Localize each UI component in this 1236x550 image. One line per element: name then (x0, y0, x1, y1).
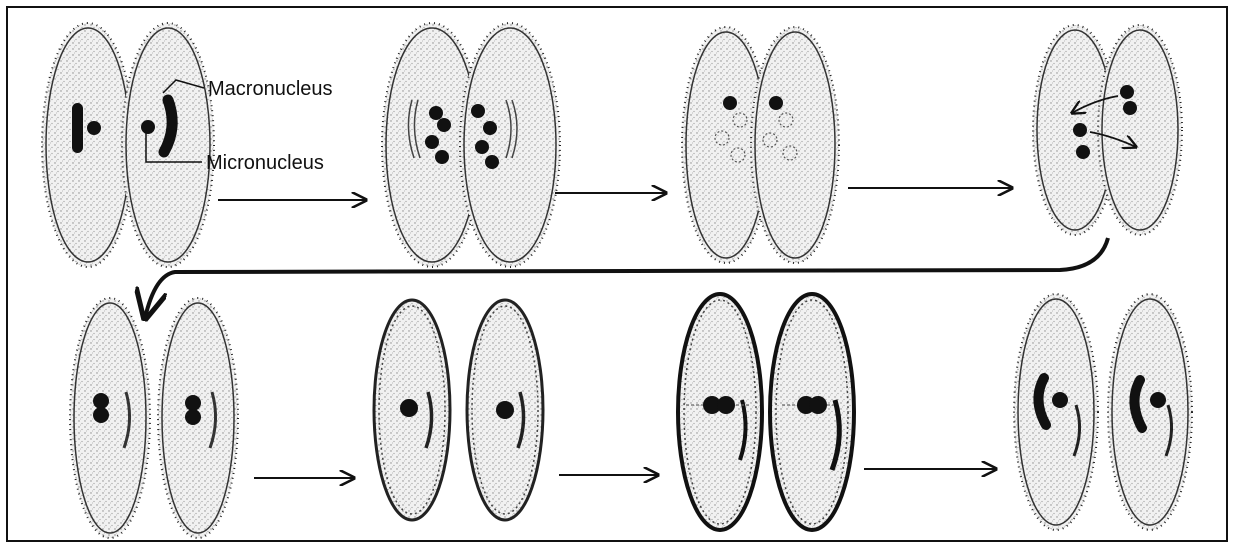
micronucleus (475, 140, 489, 154)
row-connector-arrow (145, 238, 1108, 318)
stage-4-exchange (1033, 25, 1182, 235)
stage-8-exconjugants (1014, 294, 1192, 530)
cell-right (751, 27, 839, 263)
micronucleus (1123, 101, 1137, 115)
micronucleus-right (141, 120, 155, 134)
stage-3-disintegration (682, 27, 839, 263)
micronucleus (471, 104, 485, 118)
micronucleus (1076, 145, 1090, 159)
micronucleus-left (1052, 392, 1068, 408)
micronucleus (435, 150, 449, 164)
micronucleus (483, 121, 497, 135)
dividing-nucleus (809, 396, 827, 414)
micronucleus-label: Micronucleus (206, 152, 324, 174)
zygotic-nucleus-left (400, 399, 418, 417)
cell-left (1014, 294, 1098, 530)
micronucleus (93, 393, 109, 409)
cell-right (1108, 294, 1192, 530)
dividing-nucleus (717, 396, 735, 414)
surviving-micronucleus-left (723, 96, 737, 110)
micronucleus (185, 395, 201, 411)
micronucleus (1073, 123, 1087, 137)
micronucleus (485, 155, 499, 169)
micronucleus-left (87, 121, 101, 135)
cell-right (770, 294, 854, 530)
micronucleus (185, 409, 201, 425)
micronucleus (437, 118, 451, 132)
micronucleus (1120, 85, 1134, 99)
macronucleus-label: Macronucleus (208, 78, 333, 100)
micronucleus (93, 407, 109, 423)
macronucleus-left (72, 103, 83, 153)
cell-left (678, 294, 762, 530)
stage-6-fusion (374, 300, 543, 520)
cell-right (1098, 25, 1182, 235)
stage-5-separation (70, 298, 238, 538)
stage-1-paired-cells: Macronucleus Micronucleus (42, 23, 333, 267)
micronucleus (429, 106, 443, 120)
cell-left (70, 298, 150, 538)
cell-left (42, 23, 134, 267)
micronucleus-right (1150, 392, 1166, 408)
micronucleus (425, 135, 439, 149)
zygotic-nucleus-right (496, 401, 514, 419)
stage-2-meiosis (382, 23, 560, 267)
stage-7-mitosis (678, 294, 854, 530)
surviving-micronucleus-right (769, 96, 783, 110)
